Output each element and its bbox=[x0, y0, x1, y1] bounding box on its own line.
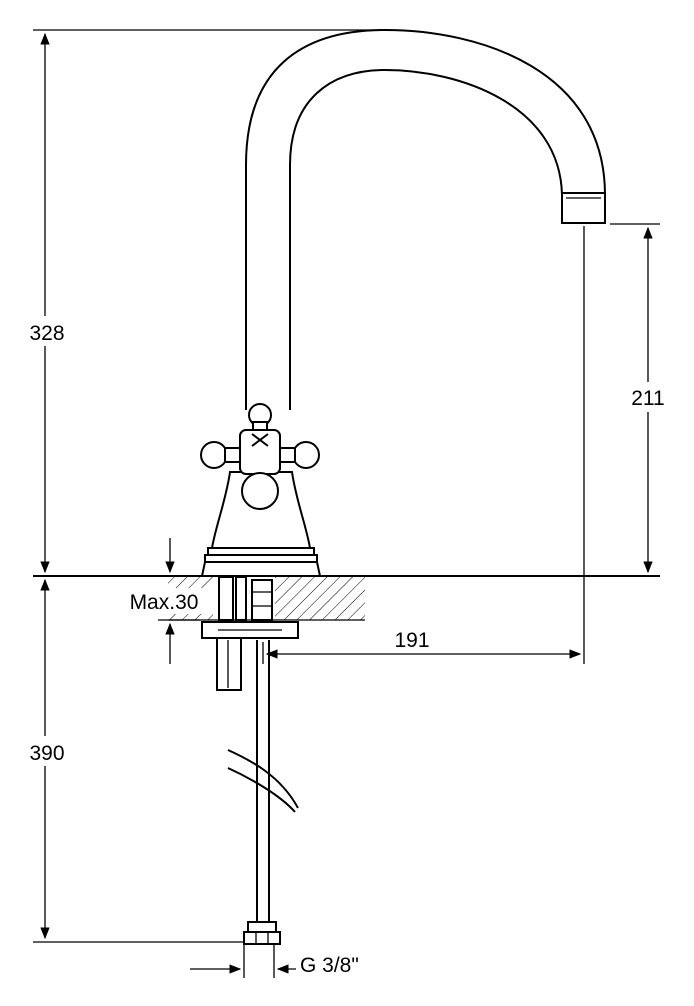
base-ring-middle bbox=[204, 554, 318, 563]
label-328: 328 bbox=[29, 322, 64, 345]
dimension-height: 328 bbox=[14, 29, 385, 574]
mounting-stud bbox=[216, 637, 242, 691]
handle-knob-right bbox=[292, 441, 320, 469]
dimension-thread: G 3/8" bbox=[190, 944, 359, 978]
handle-knob-left bbox=[200, 441, 228, 469]
label-191: 191 bbox=[394, 629, 429, 652]
spout-inner-contour bbox=[289, 68, 563, 410]
supply-connector bbox=[251, 579, 273, 621]
dimension-outlet-height: 211 bbox=[610, 223, 680, 574]
handle-center-cross bbox=[251, 433, 269, 447]
handle-arm-right bbox=[278, 447, 296, 463]
label-max-30: Max.30 bbox=[130, 591, 199, 614]
supply-hose bbox=[227, 640, 299, 945]
hose-nut bbox=[243, 931, 281, 945]
label-390: 390 bbox=[29, 742, 64, 765]
spout-outer-contour bbox=[245, 28, 606, 410]
dimension-reach: 191 bbox=[262, 226, 585, 664]
shank-inner bbox=[235, 576, 247, 621]
label-211: 211 bbox=[631, 387, 664, 410]
mounting-hardware bbox=[201, 576, 299, 691]
hose-break-mark-upper bbox=[227, 749, 299, 809]
label-thread: G 3/8" bbox=[300, 954, 359, 977]
dimension-hose-length: 390 bbox=[14, 578, 244, 943]
base-flange bbox=[200, 561, 322, 577]
faucet-body bbox=[200, 471, 322, 577]
hose-nut-top bbox=[247, 921, 277, 933]
handle-arm-left bbox=[224, 447, 242, 463]
threaded-shank bbox=[218, 576, 234, 621]
base-ring-upper bbox=[207, 547, 315, 556]
spout-aerator bbox=[561, 192, 606, 224]
spout bbox=[245, 28, 606, 410]
cross-handle bbox=[200, 403, 320, 510]
dimension-deck-thickness: Max.30 bbox=[115, 538, 213, 664]
handle-hub bbox=[239, 429, 281, 475]
hose-break-mark-lower bbox=[227, 767, 296, 813]
handle-knob-front bbox=[241, 472, 279, 510]
